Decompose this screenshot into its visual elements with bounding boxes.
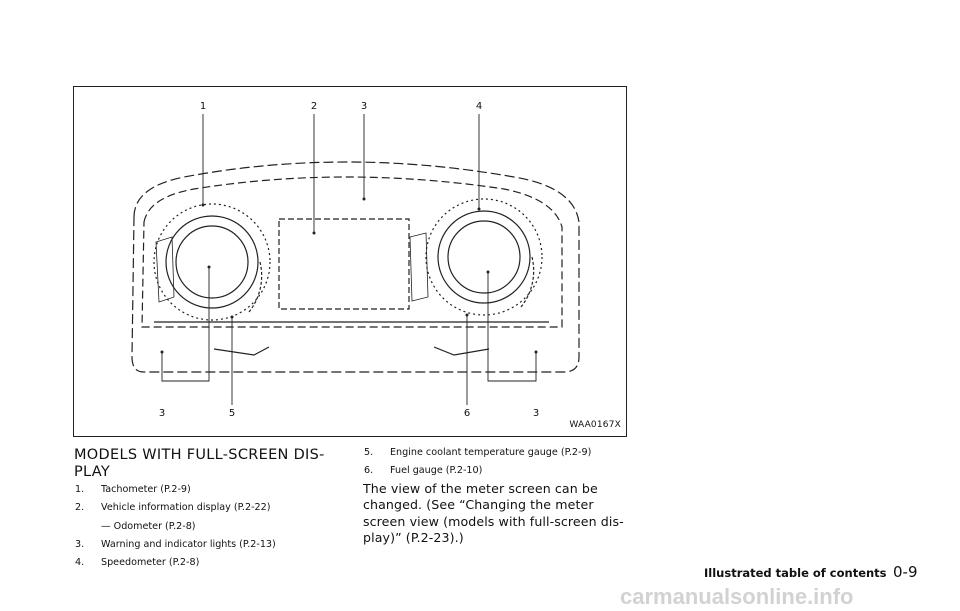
callout-2: 2 — [310, 101, 318, 112]
list-item: 3.Warning and indicator lights (P.2-13) — [75, 538, 276, 550]
figure-code: WAA0167X — [569, 420, 621, 430]
list-item: 1.Tachometer (P.2-9) — [75, 484, 191, 495]
meter-cluster-drawing — [131, 114, 580, 405]
callout-3-top: 3 — [360, 101, 368, 112]
list-item: 2.Vehicle information display (P.2-22) — [75, 502, 271, 514]
meter-illustration: 1 2 3 4 3 5 6 3 WAA0167X — [73, 86, 627, 437]
callout-5: 5 — [228, 408, 236, 419]
meter-view-paragraph: The view of the meter screen can be chan… — [363, 481, 624, 546]
list-item: 5.Engine coolant temperature gauge (P.2-… — [364, 447, 592, 458]
page-number: 0-9 — [893, 563, 918, 581]
component-list-left: 1.Tachometer (P.2-9) 2.Vehicle informati… — [73, 481, 276, 572]
callout-4: 4 — [475, 101, 483, 112]
footer-title: Illustrated table of contents — [704, 566, 887, 580]
watermark: carmanualsonline.info — [620, 584, 854, 609]
list-item: 6.Fuel gauge (P.2-10) — [364, 465, 483, 477]
list-item: 4.Speedometer (P.2-8) — [75, 557, 200, 569]
callout-6: 6 — [463, 408, 471, 419]
callout-1: 1 — [199, 101, 207, 112]
section-heading: MODELS WITH FULL-SCREEN DIS-PLAY — [74, 447, 325, 480]
callout-3-bottom-right: 3 — [532, 408, 540, 419]
list-item: — Odometer (P.2-8) — [101, 520, 196, 532]
callout-3-bottom-left: 3 — [158, 408, 166, 419]
component-list-right: 5.Engine coolant temperature gauge (P.2-… — [362, 444, 591, 481]
